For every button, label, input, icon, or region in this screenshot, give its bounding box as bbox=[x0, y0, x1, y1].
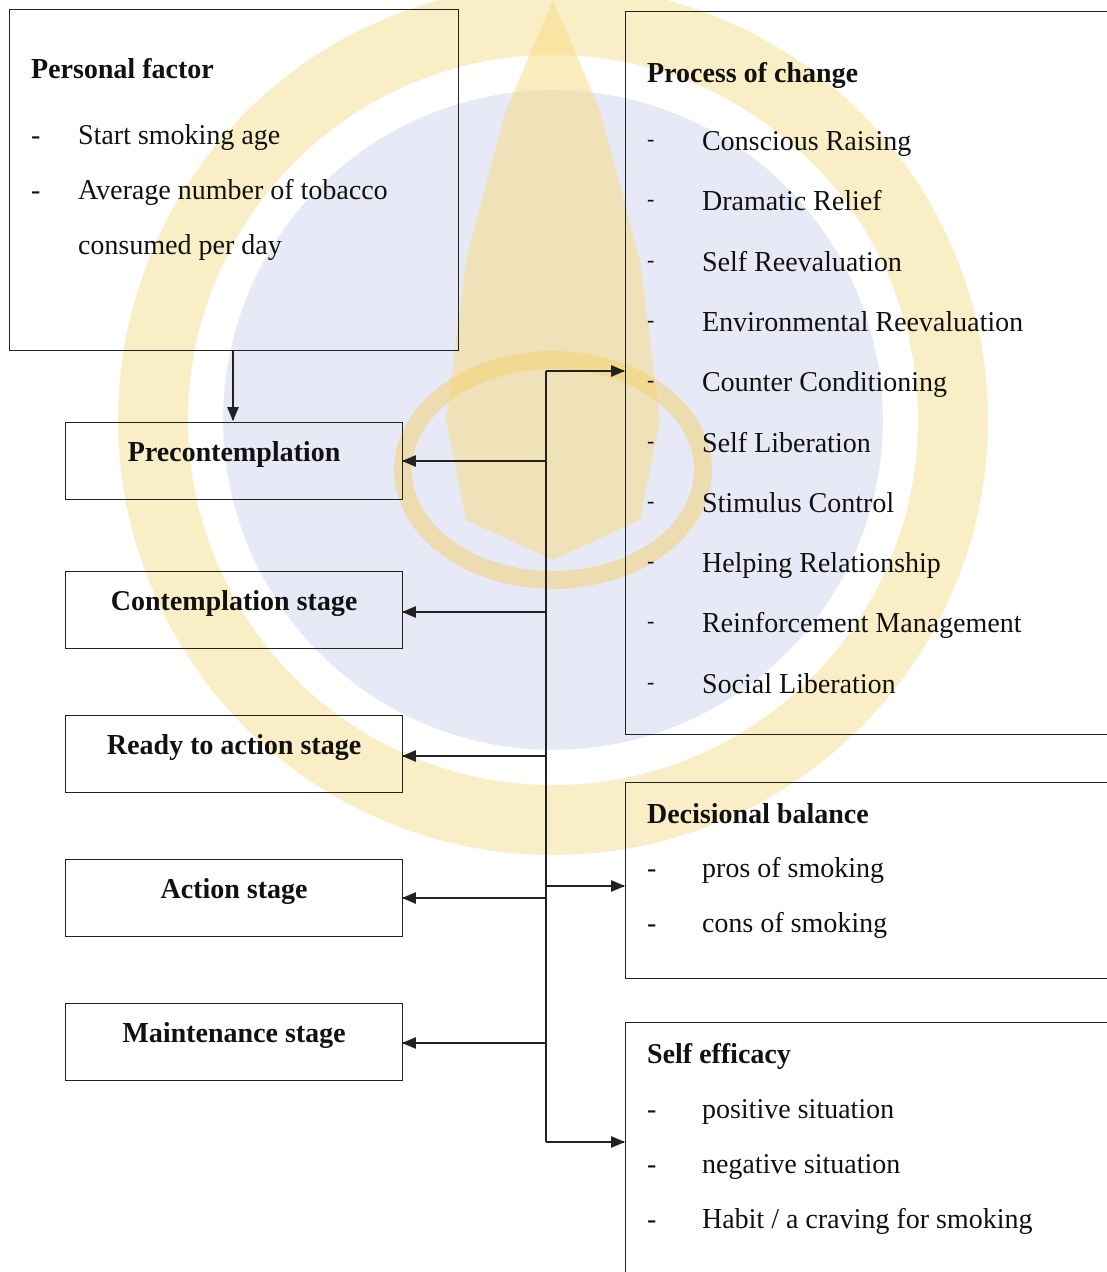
bullet-dash: - bbox=[647, 367, 655, 393]
process-of-change-item: Social Liberation bbox=[702, 668, 896, 700]
process-of-change-title: Process of change bbox=[647, 58, 858, 89]
self-efficacy-title: Self efficacy bbox=[647, 1039, 791, 1070]
stage-maintenance: Maintenance stage bbox=[65, 1003, 403, 1081]
stage-label: Ready to action stage bbox=[106, 730, 362, 761]
process-of-change-item: Environmental Reevaluation bbox=[702, 306, 1024, 338]
stage-label: Maintenance stage bbox=[122, 1018, 346, 1049]
decisional-balance-item: cons of smoking bbox=[702, 908, 888, 939]
self-efficacy-item: Habit / a craving for smoking bbox=[702, 1204, 1033, 1235]
stage-label: Precontemplation bbox=[127, 437, 341, 468]
personal-factor-item: consumed per day bbox=[78, 230, 282, 261]
bullet-dash: - bbox=[647, 1204, 657, 1235]
process-of-change-item: Stimulus Control bbox=[702, 487, 895, 519]
bullet-dash: - bbox=[647, 668, 655, 694]
bullet-dash: - bbox=[647, 908, 657, 939]
bullet-dash: - bbox=[647, 1094, 657, 1125]
bullet-dash: - bbox=[647, 487, 655, 513]
process-of-change-item: Self Liberation bbox=[702, 427, 871, 459]
bullet-dash: - bbox=[647, 246, 655, 272]
stage-label: Action stage bbox=[160, 874, 308, 905]
personal-factor-item: Start smoking age bbox=[78, 120, 281, 151]
decisional-balance-item: pros of smoking bbox=[702, 853, 884, 884]
bullet-dash: - bbox=[647, 853, 657, 884]
decisional-balance-box: Decisional balance - pros of smoking - c… bbox=[625, 782, 1107, 979]
personal-factor-box: Personal factor - Start smoking age - Av… bbox=[9, 9, 459, 351]
personal-factor-title: Personal factor bbox=[31, 54, 214, 85]
stage-ready-to-action: Ready to action stage bbox=[65, 715, 403, 793]
process-of-change-item: Conscious Raising bbox=[702, 126, 912, 157]
bullet-dash: - bbox=[31, 175, 41, 206]
bullet-dash: - bbox=[647, 186, 655, 212]
process-of-change-item: Counter Conditioning bbox=[702, 367, 947, 399]
personal-factor-item: Average number of tobacco bbox=[78, 175, 388, 206]
bullet-dash: - bbox=[647, 548, 655, 574]
self-efficacy-item: negative situation bbox=[702, 1149, 901, 1180]
bullet-dash: - bbox=[647, 306, 655, 332]
bullet-dash: - bbox=[647, 126, 655, 151]
stage-contemplation: Contemplation stage bbox=[65, 571, 403, 649]
self-efficacy-box: Self efficacy - positive situation - neg… bbox=[625, 1022, 1107, 1272]
decisional-balance-title: Decisional balance bbox=[647, 799, 869, 830]
self-efficacy-item: positive situation bbox=[702, 1094, 895, 1125]
process-of-change-item: Dramatic Relief bbox=[702, 186, 882, 218]
process-of-change-item: Helping Relationship bbox=[702, 548, 941, 580]
bullet-dash: - bbox=[647, 427, 655, 453]
stage-action: Action stage bbox=[65, 859, 403, 937]
stage-label: Contemplation stage bbox=[110, 586, 358, 617]
process-of-change-item: Reinforcement Management bbox=[702, 608, 1022, 640]
process-of-change-box: Process of change - Conscious Raising - Dra… bbox=[625, 11, 1107, 735]
bullet-dash: - bbox=[31, 120, 41, 151]
bullet-dash: - bbox=[647, 608, 655, 634]
bullet-dash: - bbox=[647, 1149, 657, 1180]
process-of-change-item: Self Reevaluation bbox=[702, 246, 902, 278]
